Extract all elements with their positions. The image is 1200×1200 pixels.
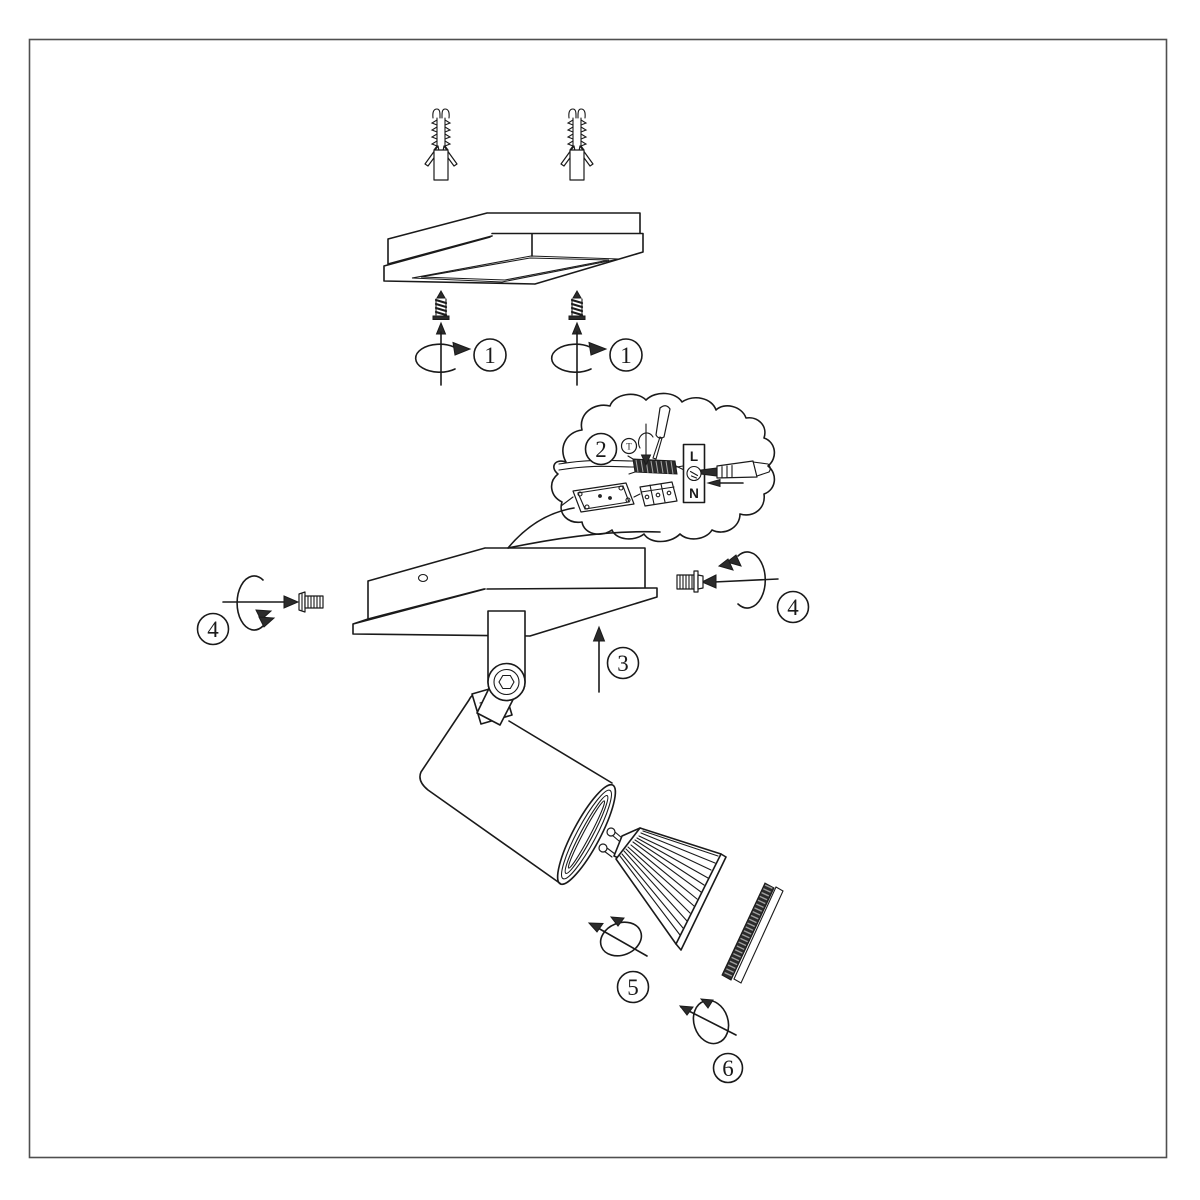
wall-plug-left-icon xyxy=(424,108,458,181)
bulb-rotation-arrow: 5 xyxy=(587,916,650,1004)
canopy-screw-left xyxy=(432,289,450,320)
step-2-callout xyxy=(584,432,618,466)
screwdriver-side-icon xyxy=(700,460,771,479)
cable-leader-line xyxy=(507,530,661,549)
step-6-callout xyxy=(712,1052,744,1084)
connector-plate xyxy=(572,482,635,513)
gu10-pin xyxy=(598,843,616,858)
step-1-callout-right xyxy=(609,338,643,372)
pivot-joint xyxy=(487,662,526,702)
lens-rotation-arrow: 6 xyxy=(678,998,744,1084)
hex-socket-icon xyxy=(498,674,515,690)
step-3-label: 3 xyxy=(617,651,629,676)
step-5-label: 5 xyxy=(627,975,639,1000)
terminal-neutral-label: N xyxy=(689,486,699,501)
side-screw-right xyxy=(676,570,704,593)
step-4-label: 4 xyxy=(787,595,799,620)
terminal-connector-block xyxy=(633,481,678,507)
mounting-stem xyxy=(487,610,526,702)
spot-rim-outer xyxy=(556,783,617,886)
step-4-callout-right xyxy=(776,590,810,624)
step-4-label: 4 xyxy=(207,617,219,642)
side-screw-right-group: 4 xyxy=(676,551,810,624)
curved-arrowhead xyxy=(452,341,472,356)
step-1-label: 1 xyxy=(484,343,496,368)
insert-arrow xyxy=(706,478,744,488)
step-2-label: 2 xyxy=(595,437,607,462)
ceiling-canopy xyxy=(383,212,644,285)
gu10-pin xyxy=(606,827,623,842)
step-1-label: 1 xyxy=(620,343,632,368)
cable-leader-line xyxy=(507,507,575,549)
twisted-wire-joint xyxy=(627,455,684,475)
screw-rotation-arrow-left: 1 xyxy=(414,321,507,386)
side-screw-left xyxy=(298,591,324,613)
sheet-border xyxy=(28,38,1168,1159)
spot-rim-mid xyxy=(561,789,612,880)
mount-direction-arrow: 3 xyxy=(592,625,640,693)
bracket-screw-hole xyxy=(417,573,429,583)
step-1-callout-left xyxy=(473,338,507,372)
wall-plug-right-icon xyxy=(560,108,594,181)
lens-glass xyxy=(721,882,784,984)
screwdriver-top-icon xyxy=(652,405,671,460)
spotlight-body xyxy=(419,692,617,886)
step-4-callout-left xyxy=(196,612,230,646)
screw-rotation-arrow-right: 1 xyxy=(550,321,643,386)
mounting-bracket xyxy=(352,547,658,637)
wiring-detail-cloud: T 2 L N xyxy=(550,392,776,543)
step-6-label: 6 xyxy=(722,1056,734,1081)
side-screw-left-group: 4 xyxy=(196,575,324,646)
spot-rim-inner xyxy=(564,794,609,875)
mini-rotation-arrow xyxy=(638,423,654,467)
canopy-screw-right xyxy=(568,289,586,320)
mini-marker-circle xyxy=(620,437,638,455)
curved-arrowhead xyxy=(588,341,608,356)
terminal-live-label: L xyxy=(690,449,698,464)
gu10-bulb xyxy=(598,827,727,951)
step-5-callout xyxy=(616,970,650,1004)
spot-cavity xyxy=(567,800,606,869)
step-3-callout xyxy=(606,646,640,680)
mini-marker-label: T xyxy=(626,442,632,452)
